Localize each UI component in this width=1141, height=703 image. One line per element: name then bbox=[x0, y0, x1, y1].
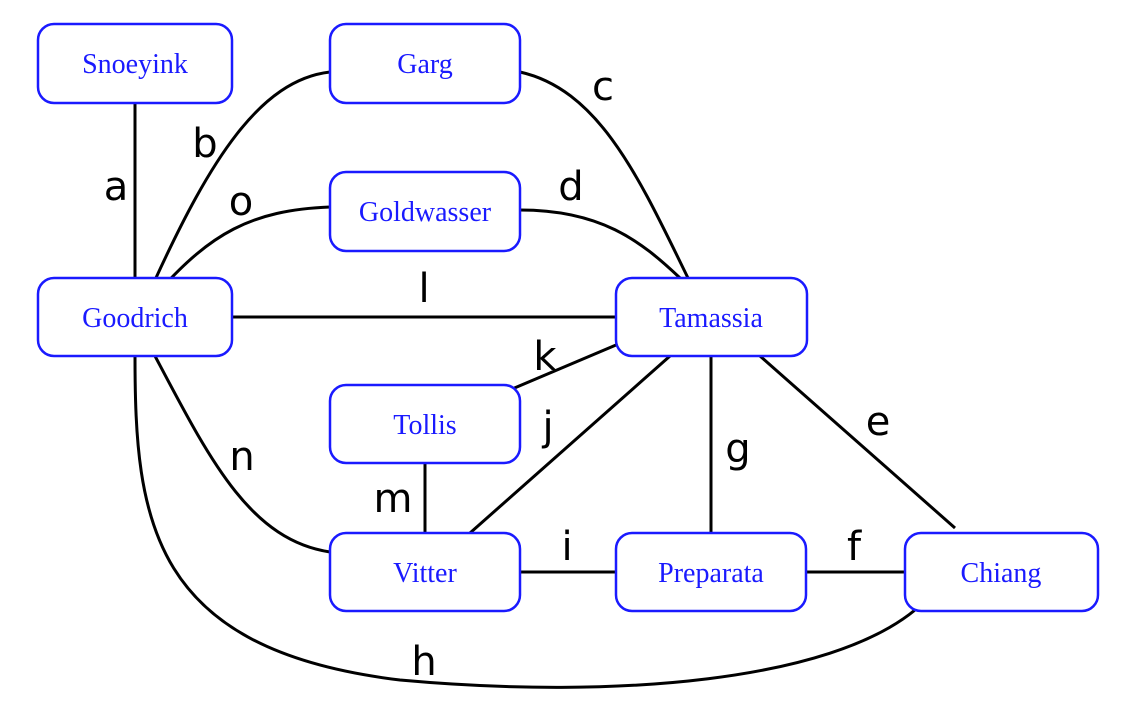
node-label-tollis: Tollis bbox=[393, 410, 456, 441]
edge-h bbox=[133, 355, 916, 689]
edge-label-b: b bbox=[192, 121, 217, 167]
edge-label-f: f bbox=[847, 524, 862, 570]
node-label-tamassia: Tamassia bbox=[659, 303, 763, 334]
node-label-preparata: Preparata bbox=[658, 558, 764, 589]
node-chiang: Chiang bbox=[903, 531, 1100, 613]
edge-j bbox=[469, 354, 671, 535]
node-goodrich: Goodrich bbox=[36, 276, 234, 358]
edge-label-k: k bbox=[533, 334, 557, 380]
edge-c bbox=[519, 70, 690, 279]
edges bbox=[133, 70, 956, 689]
edge-o bbox=[158, 205, 331, 292]
node-tollis: Tollis bbox=[328, 383, 522, 465]
node-label-goldwasser: Goldwasser bbox=[359, 197, 492, 228]
node-label-goodrich: Goodrich bbox=[82, 303, 188, 334]
edge-label-g: g bbox=[725, 426, 750, 472]
edge-label-j: j bbox=[541, 404, 553, 450]
node-garg: Garg bbox=[328, 22, 522, 105]
nodes: Snoeyink Garg Goldwasser Goodrich Tamass… bbox=[36, 22, 1100, 613]
node-label-chiang: Chiang bbox=[961, 558, 1042, 589]
edge-label-e: e bbox=[866, 399, 891, 445]
edge-n bbox=[153, 355, 331, 554]
node-label-garg: Garg bbox=[397, 49, 452, 80]
edge-label-a: a bbox=[104, 164, 129, 210]
edge-label-n: n bbox=[229, 434, 254, 480]
node-goldwasser: Goldwasser bbox=[328, 170, 522, 253]
edge-label-m: m bbox=[374, 476, 413, 522]
edge-d bbox=[519, 208, 682, 280]
node-label-vitter: Vitter bbox=[393, 558, 457, 589]
node-preparata: Preparata bbox=[614, 531, 808, 613]
edge-label-i: i bbox=[561, 524, 572, 570]
edge-labels: a b c d e f g h i j k l m n o bbox=[104, 64, 891, 685]
edge-e bbox=[759, 354, 956, 530]
edge-label-d: d bbox=[558, 164, 583, 210]
edge-label-h: h bbox=[411, 639, 436, 685]
edge-label-o: o bbox=[229, 179, 253, 225]
edge-k bbox=[504, 343, 617, 394]
node-vitter: Vitter bbox=[328, 531, 522, 613]
edge-label-c: c bbox=[592, 64, 614, 110]
node-tamassia: Tamassia bbox=[614, 276, 809, 358]
node-label-snoeyink: Snoeyink bbox=[82, 49, 188, 80]
edge-label-l: l bbox=[418, 266, 429, 312]
node-snoeyink: Snoeyink bbox=[36, 22, 234, 105]
edge-b bbox=[153, 70, 331, 281]
